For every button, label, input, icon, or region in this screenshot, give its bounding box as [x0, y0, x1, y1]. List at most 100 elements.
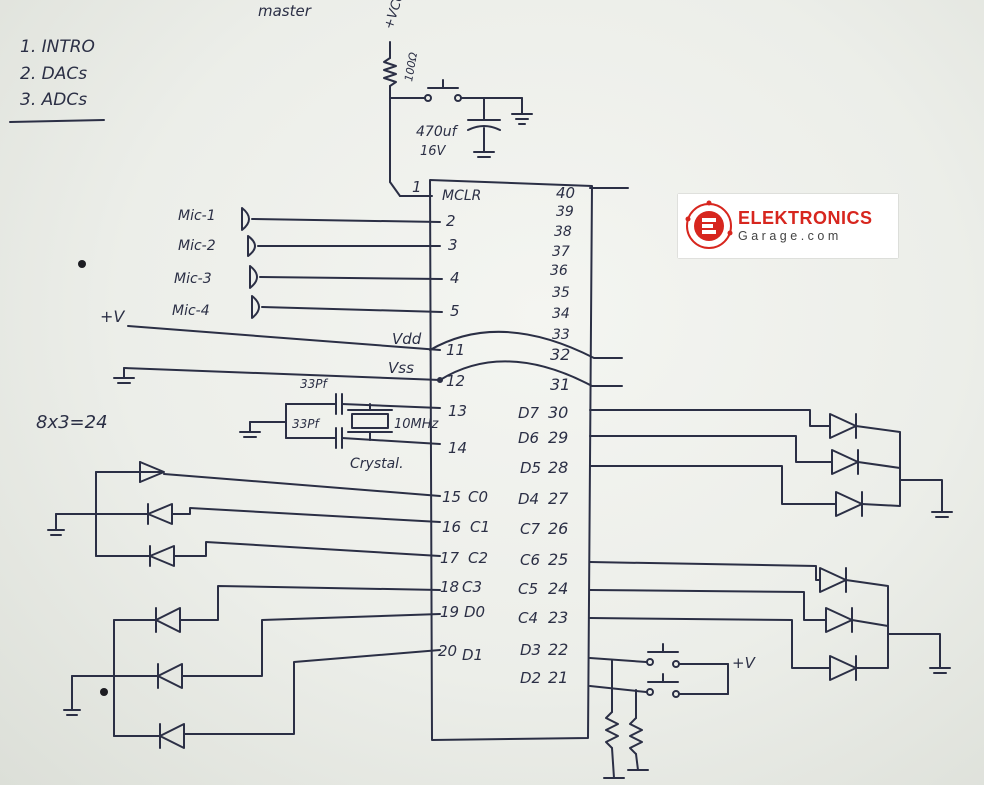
wire: [183, 649, 441, 735]
pin-number: 22: [548, 640, 568, 659]
pin-name: C1: [470, 518, 490, 536]
microphone-inputs: Mic-1 Mic-2 Mic-3 Mic-4: [172, 207, 443, 319]
switch-contact: [672, 660, 680, 668]
wire: [589, 617, 831, 669]
pin-name: D7: [518, 404, 540, 422]
pin-number: 1: [412, 178, 422, 196]
right-led-group-upper: [589, 409, 953, 518]
circuit-e-logo-icon: [682, 199, 736, 253]
microphone-icon: [251, 295, 260, 319]
pin-number: 4: [450, 269, 460, 287]
microphone-icon: [247, 235, 256, 257]
pin-name: C7: [520, 520, 540, 538]
right-led-group-lower: [589, 561, 951, 681]
calc-note: 8x3=24: [36, 412, 108, 433]
wire: [589, 589, 827, 621]
wire: [589, 409, 831, 427]
marker-dot: [78, 260, 86, 268]
pin-name: C2: [468, 549, 488, 567]
capacitor-plate: [467, 125, 501, 131]
pin-number: 40: [556, 184, 575, 202]
pin-number: 20: [438, 642, 457, 660]
junction-dot: [437, 377, 443, 383]
pin-name: D6: [518, 429, 539, 447]
led-icon: [829, 655, 857, 681]
microcontroller-chip: [429, 179, 593, 741]
pin-name: D4: [518, 490, 539, 508]
led-icon: [831, 449, 859, 475]
wire: [171, 507, 441, 523]
pin-number: 16: [442, 518, 461, 536]
led-icon: [159, 723, 185, 749]
wire: [851, 619, 889, 627]
pin-number: 32: [550, 345, 570, 364]
switch-contact: [646, 688, 654, 696]
microphone-icon: [249, 265, 258, 289]
vplus-label: +V: [100, 307, 125, 326]
wire: [389, 181, 401, 197]
logo-line1: ELEKTRONICS: [738, 208, 873, 229]
pin-name: D2: [520, 669, 541, 687]
mic-label: Mic-3: [174, 271, 212, 287]
pin-name: C5: [518, 580, 538, 598]
crystal-label: Crystal.: [350, 456, 404, 472]
pin-number: 29: [548, 428, 568, 447]
wire-vdd-arc: [429, 330, 623, 359]
wire: [589, 561, 821, 581]
pin-number: 13: [448, 402, 467, 420]
pin-number: 19: [440, 603, 459, 621]
pin-number: 39: [556, 204, 574, 220]
wire: [341, 437, 441, 445]
switch-contact: [424, 94, 432, 102]
pin-name: D1: [462, 646, 483, 664]
wire: [341, 403, 441, 409]
resistor-symbol: [629, 717, 643, 755]
wire: [887, 633, 941, 669]
oscillator-circuit: 33Pf 33Pf 10MHz Crystal.: [239, 377, 441, 472]
led-icon: [147, 503, 173, 525]
pin-number: 36: [550, 263, 568, 279]
wire: [589, 657, 647, 663]
wire: [857, 461, 901, 469]
wire: [163, 473, 441, 497]
mic-label: Mic-4: [172, 303, 210, 319]
agenda-item: 2. DACs: [20, 64, 87, 84]
pin-name: D5: [520, 459, 541, 477]
pin-name: C0: [468, 488, 488, 506]
wire: [173, 541, 441, 557]
pin-number: 24: [548, 579, 568, 598]
led-icon: [149, 545, 175, 567]
left-led-group-lower: [63, 585, 441, 749]
switch-contact: [672, 690, 680, 698]
cap-label: 33Pf: [292, 417, 321, 431]
pin-number: 26: [548, 519, 568, 538]
pin-number: 15: [442, 488, 461, 506]
agenda-underline: [9, 119, 105, 123]
mic-label: Mic-1: [178, 208, 216, 224]
pin-name: Vss: [388, 359, 414, 377]
pin-number: 18: [440, 578, 459, 596]
right-pin-labels: 40 39 38 37 36 35 34 33 32 31 D7 30 D6 2…: [518, 184, 575, 687]
pin-number: 38: [554, 224, 572, 240]
pin-name: D0: [464, 603, 485, 621]
pin-number: 17: [440, 549, 460, 567]
resistor-symbol: [605, 711, 619, 749]
wire: [251, 218, 441, 223]
agenda-item: 3. ADCs: [20, 90, 87, 110]
agenda-item: 1. INTRO: [20, 37, 95, 57]
pin-number: 37: [552, 244, 570, 260]
wire: [261, 306, 443, 313]
crystal-symbol: [351, 413, 389, 429]
switch-contact: [454, 94, 462, 102]
pin-name: C6: [520, 551, 540, 569]
elektronics-garage-logo: ELEKTRONICS Garage.com: [678, 194, 898, 258]
wire: [179, 585, 441, 621]
pin-number: 27: [548, 489, 569, 508]
reset-circuit: +VCC 100Ω 470uf 16V: [382, 0, 533, 197]
pin-number: 25: [548, 550, 568, 569]
vplus-label: +V: [732, 654, 757, 672]
left-led-group-upper: [47, 461, 441, 567]
pin-number: 30: [548, 403, 568, 422]
pin-number: 34: [552, 306, 570, 322]
